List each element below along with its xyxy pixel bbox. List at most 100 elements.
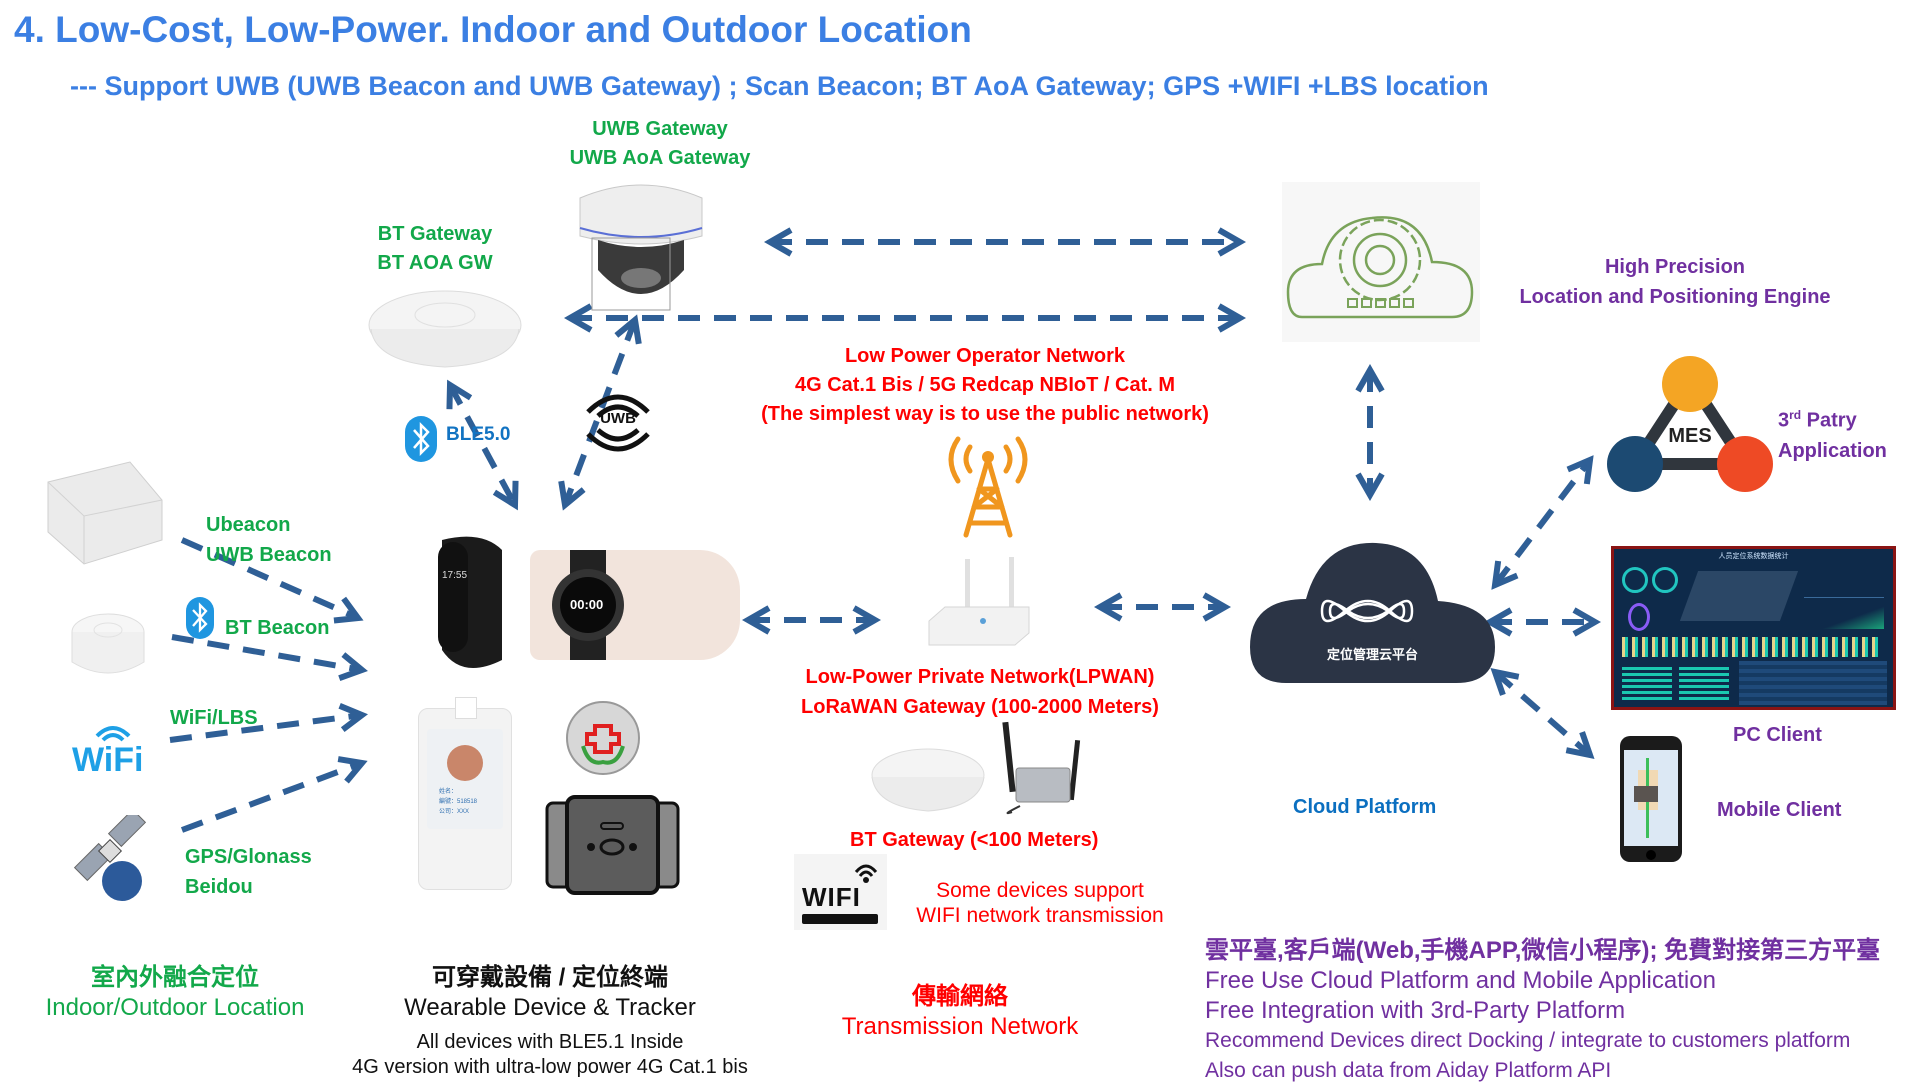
engine-label: High Precision Location and Positioning … xyxy=(1490,252,1860,312)
arrow-gps-wearable xyxy=(180,756,368,833)
pc-client-label: PC Client xyxy=(1733,724,1822,746)
watch-time: 00:00 xyxy=(570,597,604,612)
page-title: 4. Low-Cost, Low-Power. Indoor and Outdo… xyxy=(14,9,972,50)
smart-watch-device: 00:00 xyxy=(530,550,740,660)
badge-photo xyxy=(447,745,483,781)
transmission-caption: 傳輸網絡 Transmission Network xyxy=(800,982,1120,1042)
badge-text: 姓名： 編號：518518 公司：XXX xyxy=(439,789,478,815)
platform-caption: 雲平臺,客戶端(Web,手機APP,微信小程序); 免費對接第三方平臺 Free… xyxy=(1205,936,1880,1086)
wifi-note-line2: WIFI network transmission xyxy=(916,904,1164,927)
uwb-gateway-camera-icon xyxy=(579,184,703,311)
arrow-cloud-mobile xyxy=(1490,668,1595,759)
platform-en3: Recommend Devices direct Docking / integ… xyxy=(1205,1029,1851,1052)
cell-tower-icon xyxy=(948,436,1028,538)
satellite-icon xyxy=(73,815,147,901)
mes-text: MES xyxy=(1668,425,1712,447)
private-network-line1: Low-Power Private Network(LPWAN) xyxy=(805,666,1155,688)
private-network-line2: LoRaWAN Gateway (100-2000 Meters) xyxy=(801,696,1159,718)
mobile-client-phone[interactable] xyxy=(1620,736,1682,862)
smart-band-device: 17:55 xyxy=(422,530,502,680)
wifi-signal-icon xyxy=(95,726,131,742)
wearable-notes: All devices with BLE5.1 Inside 4G versio… xyxy=(310,1030,790,1080)
bt-beacon-bluetooth-icon xyxy=(186,597,214,639)
operator-network-label: Low Power Operator Network 4G Cat.1 Bis … xyxy=(730,342,1240,429)
bt-beacon-label: BT Beacon xyxy=(225,617,330,639)
wifi-lbs-label: WiFi/LBS xyxy=(170,707,258,729)
mes-application: MES xyxy=(1605,352,1775,497)
gps-line2: Beidou xyxy=(185,876,253,898)
transmission-cn: 傳輸網絡 xyxy=(912,983,1008,1010)
indoor-outdoor-caption: 室內外融合定位 Indoor/Outdoor Location xyxy=(20,963,330,1023)
private-network-label: Low-Power Private Network(LPWAN) LoRaWAN… xyxy=(760,662,1200,722)
cloud-platform[interactable]: 定位管理云平台 xyxy=(1250,535,1495,685)
platform-en4: Also can push data from Aiday Platform A… xyxy=(1205,1059,1612,1082)
bluetooth-icon xyxy=(405,416,437,462)
bt-beacon-device-icon xyxy=(71,613,145,674)
ubeacon-line2: UWB Beacon xyxy=(206,544,332,566)
engine-label-line1: High Precision xyxy=(1604,256,1746,278)
engine-label-line2: Location and Positioning Engine xyxy=(1519,286,1831,308)
gps-line1: GPS/Glonass xyxy=(185,846,312,868)
bt-gateway-line2: BT AOA GW xyxy=(377,252,493,274)
third-party-line1: 3rd Patry xyxy=(1778,408,1857,432)
bt-gateway-device-icon xyxy=(368,290,522,368)
uwb-gateway-label: UWB Gateway UWB AoA Gateway xyxy=(540,115,780,173)
medical-badge-icon xyxy=(566,701,640,775)
operator-network-line1: Low Power Operator Network xyxy=(844,345,1126,367)
uwb-badge: UWB xyxy=(578,380,658,460)
wearable-caption: 可穿戴設備 / 定位終端 Wearable Device & Tracker xyxy=(310,963,790,1023)
wearable-note2: 4G version with ultra-low power 4G Cat.1… xyxy=(352,1056,748,1078)
pc-client-dashboard[interactable]: 人员定位系统数据统计 xyxy=(1611,546,1896,710)
page-subtitle: --- Support UWB (UWB Beacon and UWB Gate… xyxy=(70,71,1489,101)
tracker-tag-icon xyxy=(545,795,680,895)
ble-label: BLE5.0 xyxy=(446,424,511,445)
wearable-cn: 可穿戴設備 / 定位終端 xyxy=(431,964,668,991)
arrow-cloud-mes xyxy=(1491,455,1594,590)
dashboard-title: 人员定位系统数据统计 xyxy=(1718,553,1789,560)
bt-gateway-small-icon xyxy=(871,748,985,812)
wifi-waves-icon xyxy=(854,864,878,883)
uwb-beacon-box-icon xyxy=(47,461,163,565)
wifi-router-text: WIFI xyxy=(802,882,861,912)
wifi-transmission-note: Some devices support WIFI network transm… xyxy=(890,878,1190,928)
wearable-en: Wearable Device & Tracker xyxy=(404,994,696,1021)
ubeacon-line1: Ubeacon xyxy=(206,514,291,536)
wifi-logo: WiFi xyxy=(70,722,156,782)
uwb-gateway-line1: UWB Gateway xyxy=(592,118,728,140)
cloud-icon xyxy=(1250,542,1495,683)
indoor-outdoor-cn: 室內外融合定位 xyxy=(91,964,259,991)
arrow-btbeacon-wearable xyxy=(171,634,368,682)
wifi-logo-text: WiFi xyxy=(72,741,144,779)
uwb-gateway-line2: UWB AoA Gateway xyxy=(569,147,751,169)
third-party-label: 3rd Patry Application xyxy=(1778,400,1887,466)
mes-diagram-icon xyxy=(1607,356,1773,492)
platform-en2: Free Integration with 3rd-Party Platform xyxy=(1205,997,1626,1024)
bt-gateway-line1: BT Gateway xyxy=(377,223,493,245)
uwb-badge-text: UWB xyxy=(600,410,636,427)
uwb-signal-icon xyxy=(586,394,650,452)
gps-label: GPS/Glonass Beidou xyxy=(185,842,312,902)
wearable-note1: All devices with BLE5.1 Inside xyxy=(416,1031,684,1053)
badge-card-device: 姓名： 編號：518518 公司：XXX xyxy=(418,697,512,890)
platform-cn: 雲平臺,客戶端(Web,手機APP,微信小程序); 免費對接第三方平臺 xyxy=(1205,937,1881,964)
cloud-platform-label: Cloud Platform xyxy=(1293,796,1437,818)
mobile-client-label: Mobile Client xyxy=(1717,799,1842,821)
bt-gateway-range-label: BT Gateway (<100 Meters) xyxy=(850,829,1099,851)
bt-gateway-label: BT Gateway BT AOA GW xyxy=(340,220,530,278)
platform-en1: Free Use Cloud Platform and Mobile Appli… xyxy=(1205,967,1716,994)
operator-network-line2: 4G Cat.1 Bis / 5G Redcap NBIoT / Cat. M xyxy=(794,374,1176,396)
band-time: 17:55 xyxy=(442,570,468,581)
smart-watch-icon xyxy=(552,550,624,660)
indoor-outdoor-en: Indoor/Outdoor Location xyxy=(45,994,305,1021)
positioning-engine-icon xyxy=(1282,182,1480,342)
lorawan-gateway-icon xyxy=(1002,721,1081,815)
ubeacon-label: Ubeacon UWB Beacon xyxy=(206,510,332,570)
transmission-en: Transmission Network xyxy=(841,1013,1079,1040)
operator-network-line3: (The simplest way is to use the public n… xyxy=(761,403,1209,425)
lorawan-router-icon xyxy=(928,557,1030,646)
cloud-text: 定位管理云平台 xyxy=(1326,647,1418,662)
wifi-router-icon: WIFI xyxy=(794,854,887,930)
smart-band-icon xyxy=(438,536,502,668)
wifi-note-line1: Some devices support xyxy=(936,879,1144,902)
third-party-line2: Application xyxy=(1778,439,1887,462)
